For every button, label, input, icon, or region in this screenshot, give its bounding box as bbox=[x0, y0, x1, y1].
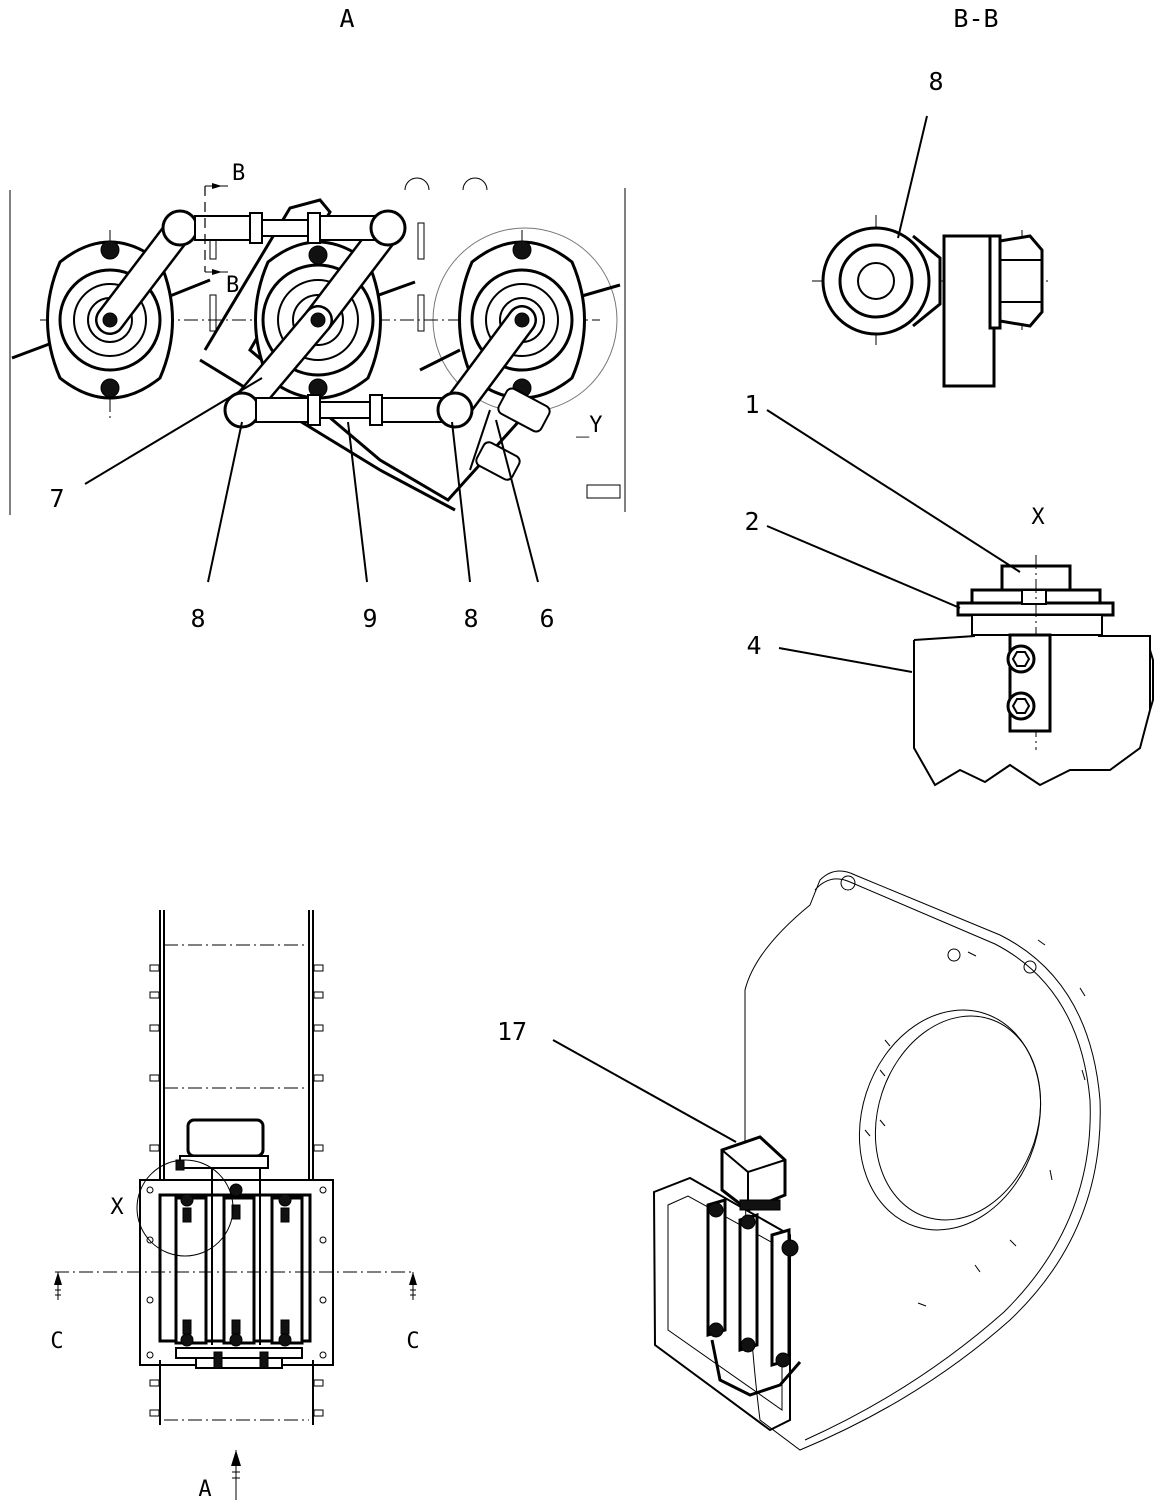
blower-inlet-ring bbox=[858, 1009, 1042, 1231]
housing-hole-3 bbox=[1023, 960, 1037, 974]
plate-holes bbox=[146, 1186, 327, 1359]
front-detail-x-label: X bbox=[110, 1195, 124, 1220]
iso-callout-17: 17 bbox=[497, 1017, 527, 1046]
detail-x-callout-2: 2 bbox=[744, 507, 759, 536]
detail-x-callout-1: 1 bbox=[744, 390, 759, 419]
callout-6: 6 bbox=[539, 604, 554, 633]
iso-relay bbox=[720, 1135, 787, 1212]
housing-slots bbox=[864, 939, 1086, 1307]
housing-hole-1 bbox=[840, 875, 856, 891]
aux-switch bbox=[469, 387, 551, 481]
upper-link-rod bbox=[161, 209, 407, 247]
callout-9: 9 bbox=[362, 604, 377, 633]
bb-leader-8 bbox=[897, 115, 928, 239]
rod-end-body bbox=[942, 234, 1044, 388]
blower-housing-inner bbox=[804, 878, 1091, 1441]
section-b-marker: B B bbox=[204, 161, 245, 298]
callout-8-left: 8 bbox=[190, 604, 205, 633]
panel-4-top bbox=[913, 635, 976, 641]
mounting-plate bbox=[139, 1179, 334, 1366]
section-b-label-top: B bbox=[232, 161, 245, 186]
view-bb-title: B-B bbox=[953, 4, 998, 33]
housing-hole-2 bbox=[947, 948, 961, 962]
detail-x-leader-1 bbox=[766, 409, 1021, 573]
iso-mounting-panel bbox=[652, 1176, 791, 1432]
front-view: X C C A bbox=[50, 910, 420, 1501]
view-a-title: A bbox=[339, 4, 354, 33]
relay-block bbox=[956, 555, 1115, 750]
section-c-label-right: C bbox=[406, 1329, 419, 1354]
view-a-leaders bbox=[84, 377, 539, 583]
levers bbox=[95, 213, 537, 425]
iso-contactors bbox=[706, 1197, 802, 1397]
terminal-heads bbox=[180, 1183, 292, 1347]
callout-8-right: 8 bbox=[463, 604, 478, 633]
panel-4-edge bbox=[1149, 649, 1154, 711]
view-a-arrow-label: A bbox=[198, 1477, 211, 1501]
section-c-label-left: C bbox=[50, 1329, 63, 1354]
rod-end-eye bbox=[821, 226, 942, 336]
section-c-arrows bbox=[54, 1272, 417, 1300]
detail-x-leader-2 bbox=[766, 525, 961, 609]
linkage-bottom bbox=[175, 1347, 303, 1369]
iso-leader-17 bbox=[552, 1039, 737, 1143]
detail-x: X 1 2 4 bbox=[744, 390, 1154, 787]
callout-7: 7 bbox=[49, 484, 64, 513]
view-a: A bbox=[9, 4, 626, 633]
detail-x-title: X bbox=[1031, 505, 1045, 530]
view-b-b: B-B 8 bbox=[812, 4, 1050, 388]
detail-x-circle bbox=[136, 1159, 234, 1257]
relay-front bbox=[175, 1118, 269, 1171]
section-b-label-bottom: B bbox=[226, 273, 239, 298]
frame-notches bbox=[404, 177, 488, 191]
rod-segments bbox=[11, 278, 621, 372]
view-a-arrow bbox=[231, 1450, 241, 1500]
bb-callout-8: 8 bbox=[928, 67, 943, 96]
frame-tab bbox=[586, 484, 621, 499]
detail-x-leader-4 bbox=[778, 647, 913, 673]
mounting-bracket bbox=[1006, 633, 1052, 733]
blower-inlet-ring-inner bbox=[874, 1015, 1042, 1221]
detail-y-label: _Y bbox=[576, 413, 603, 438]
detail-x-callout-4: 4 bbox=[746, 631, 761, 660]
isometric-view: 17 bbox=[497, 870, 1101, 1451]
lower-link-rod bbox=[223, 391, 474, 429]
